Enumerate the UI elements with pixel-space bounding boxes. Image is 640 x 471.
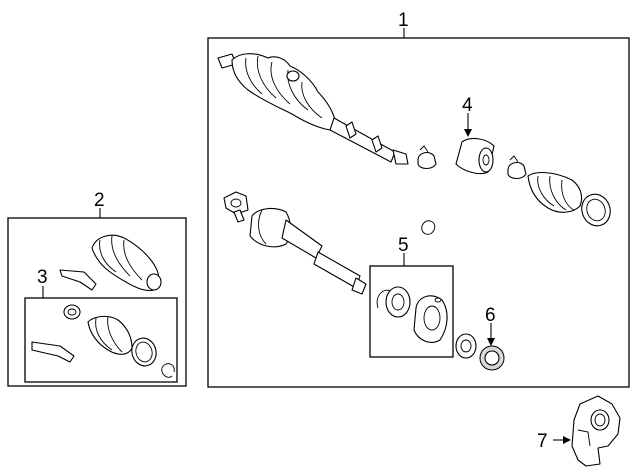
boot-clamp-b xyxy=(507,155,527,180)
leader-4-arrow xyxy=(464,113,472,137)
oil-seal xyxy=(455,333,477,359)
callout-6: 6 xyxy=(485,305,496,326)
hub-nut-bolt xyxy=(223,191,249,223)
inner-joint-tulip xyxy=(413,295,448,343)
inner-joint-spider xyxy=(385,286,411,318)
outer-boot xyxy=(91,234,162,292)
large-boot-clamp xyxy=(581,193,611,227)
snap-ring-upper xyxy=(421,220,436,235)
lower-inner-joint-shaft xyxy=(249,207,367,295)
snap-ring-3 xyxy=(161,363,175,378)
large-clamp-3 xyxy=(131,337,157,367)
grease-tube-3 xyxy=(31,341,75,363)
callout-1: 1 xyxy=(398,10,409,31)
box-inner-joint-kit xyxy=(369,265,454,358)
bearing-6 xyxy=(479,345,505,371)
callout-7: 7 xyxy=(537,431,548,452)
dynamic-damper xyxy=(455,137,495,175)
callout-3: 3 xyxy=(37,267,48,288)
callout-4: 4 xyxy=(462,95,473,116)
steering-knuckle xyxy=(571,395,621,467)
callout-2: 2 xyxy=(94,190,105,211)
boot-clamp-a xyxy=(417,145,437,170)
leader-7-arrow xyxy=(553,436,571,444)
grease-tube-2 xyxy=(59,269,97,291)
repair-boot-3 xyxy=(87,315,133,355)
box-axle-assembly xyxy=(207,37,630,388)
leader-6-arrow xyxy=(487,323,495,346)
box-boot-repair-kit xyxy=(24,297,178,383)
box-outer-boot-kit xyxy=(7,217,187,387)
upper-axle-shaft xyxy=(217,53,409,165)
inner-boot xyxy=(527,171,583,213)
small-clamp-3 xyxy=(63,304,81,320)
callout-5: 5 xyxy=(398,235,409,256)
